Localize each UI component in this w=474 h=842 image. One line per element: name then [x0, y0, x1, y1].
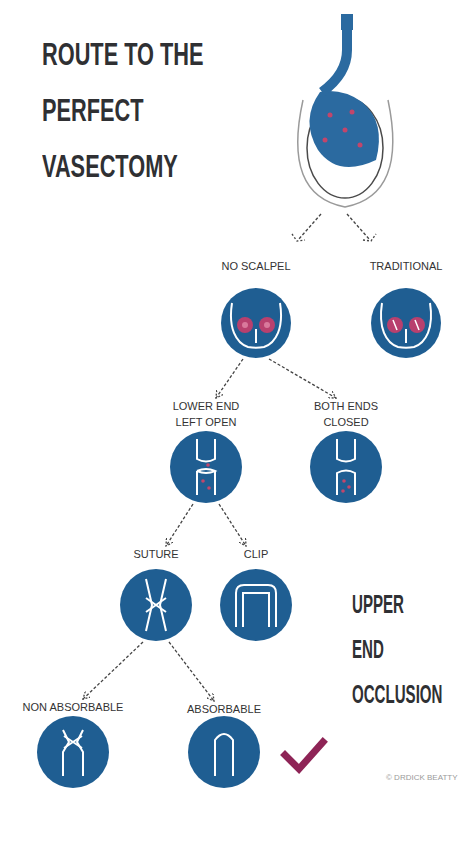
step-circle [37, 716, 109, 788]
node-outline [216, 546, 296, 642]
sperm-dot [350, 110, 355, 115]
step-circle [220, 569, 292, 641]
leader-arrow [298, 214, 321, 240]
flow-arrow [166, 504, 193, 546]
node-outline [301, 398, 391, 504]
sperm-dot [358, 143, 363, 148]
check-mark [285, 742, 323, 769]
step-label: NO SCALPEL [206, 258, 306, 274]
anatomy-illustration [298, 14, 393, 207]
step-circle [170, 431, 242, 503]
step-label: CLIP [216, 546, 296, 562]
arrow-head [292, 234, 305, 241]
sperm-dot [328, 113, 333, 118]
flow-arrow [216, 359, 243, 398]
step-node: ABSORBABLE [174, 701, 274, 789]
step-node: NON ABSORBABLE [13, 699, 133, 789]
step-label: BOTH ENDS CLOSED [301, 398, 391, 430]
step-node: BOTH ENDS CLOSED [301, 398, 391, 504]
vas-end [341, 14, 353, 30]
leader-arrow [347, 214, 370, 240]
node-outline [161, 398, 251, 504]
arrow-head [363, 234, 376, 241]
step-node: SUTURE [116, 546, 196, 642]
step-circle [188, 716, 260, 788]
step-circle [371, 288, 441, 358]
step-node: TRADITIONAL [356, 258, 456, 359]
flow-arrow [83, 642, 143, 699]
watermark: © DRDICK BEATTY [386, 773, 474, 783]
step-label: ABSORBABLE [174, 701, 274, 717]
flow-arrow [269, 359, 336, 398]
step-label: TRADITIONAL [356, 258, 456, 274]
sperm-dot [323, 138, 328, 143]
flow-arrow [219, 504, 246, 546]
sperm-dot [343, 128, 348, 133]
vas-deferens [322, 28, 347, 92]
step-node: LOWER END LEFT OPEN [161, 398, 251, 504]
step-label: LOWER END LEFT OPEN [161, 398, 251, 430]
step-circle [221, 288, 291, 358]
epididymis [309, 91, 378, 167]
step-circle [310, 431, 382, 503]
step-label: NON ABSORBABLE [13, 699, 133, 715]
testis-outline [307, 98, 383, 198]
step-node: CLIP [216, 546, 296, 642]
step-circle [120, 569, 192, 641]
step-node: NO SCALPEL [206, 258, 306, 359]
node-outline [356, 258, 456, 359]
diagram-title: ROUTE TO THE PERFECT VASECTOMY [42, 26, 246, 194]
scrotum-outline [298, 100, 393, 207]
section-note: UPPER END OCCLUSION [352, 582, 433, 717]
top-arrows [292, 214, 376, 241]
node-outline [116, 546, 196, 642]
step-label: SUTURE [116, 546, 196, 562]
flow-arrow [169, 642, 214, 701]
node-outline [206, 258, 306, 359]
